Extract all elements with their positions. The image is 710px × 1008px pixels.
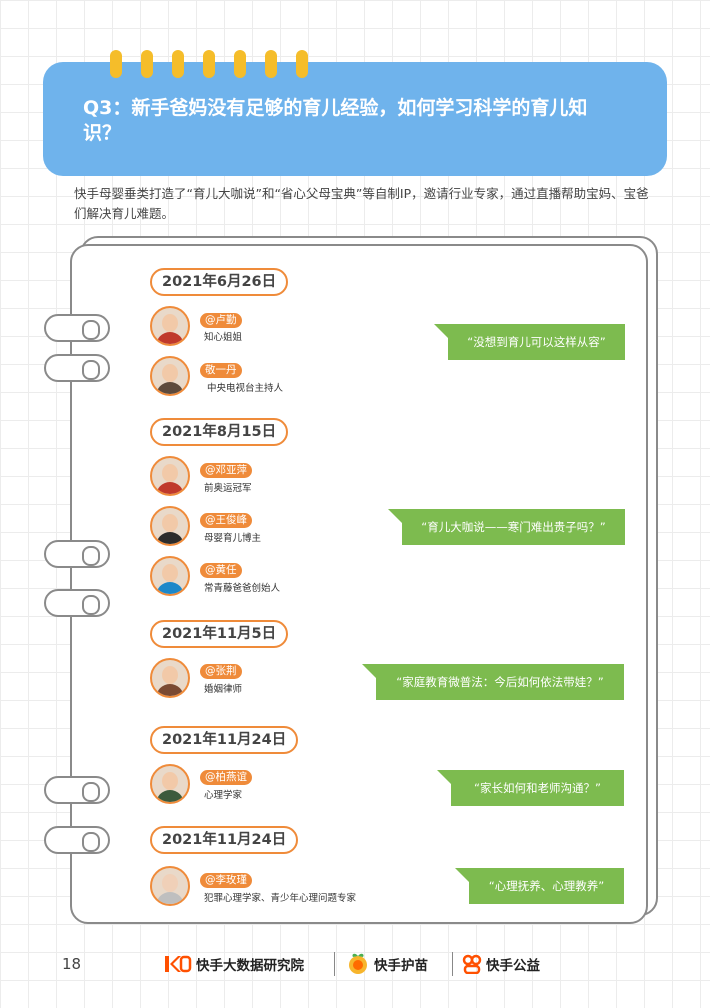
quote-box: “心理抚养、心理教养”	[455, 868, 624, 904]
page-title: Q3：新手爸妈没有足够的育儿经验，如何学习科学的育儿知识？	[83, 97, 588, 144]
binder-ring	[44, 826, 110, 854]
binder-ring	[44, 540, 110, 568]
brand-kuaishou-charity: 快手公益	[462, 952, 540, 976]
speaker-name: @张荆	[200, 664, 242, 679]
speaker-name: @柏燕谊	[200, 770, 252, 785]
kuaishou-logo-icon	[164, 954, 192, 974]
speaker-name: @黄任	[200, 563, 242, 578]
binder-tab	[296, 50, 308, 78]
quote-box: “没想到育儿可以这样从容”	[434, 324, 625, 360]
speaker-role: 心理学家	[204, 790, 243, 801]
binder-ring	[44, 314, 110, 342]
binder-ring	[44, 354, 110, 382]
brand-label: 快手护苗	[374, 958, 428, 974]
charity-logo-icon	[462, 954, 482, 975]
page-number: 18	[62, 955, 82, 973]
speaker-name: 敬一丹	[200, 363, 242, 378]
avatar	[150, 764, 190, 804]
date-pill: 2021年11月24日	[150, 826, 299, 854]
date-pill: 2021年11月24日	[150, 726, 299, 754]
binder-tab	[172, 50, 184, 78]
speaker-role: 中央电视台主持人	[207, 383, 284, 394]
intro-text: 快手母婴垂类打造了“育儿大咖说”和“省心父母宝典”等自制IP，邀请行业专家，通过…	[74, 186, 649, 221]
speaker-name: @邓亚萍	[200, 463, 252, 478]
binder-tab	[110, 50, 122, 78]
avatar	[150, 866, 190, 906]
speaker-role: 知心姐姐	[204, 332, 243, 343]
brand-big-data-institute: 快手大数据研究院	[164, 952, 304, 976]
quote-box: “家长如何和老师沟通？”	[437, 770, 624, 806]
brand-label: 快手大数据研究院	[196, 958, 304, 974]
avatar	[150, 658, 190, 698]
speaker-role: 前奥运冠军	[204, 483, 252, 494]
avatar	[150, 456, 190, 496]
avatar	[150, 506, 190, 546]
brand-label: 快手公益	[486, 958, 540, 974]
footer-divider	[452, 952, 453, 976]
binder-ring	[44, 589, 110, 617]
speaker-role: 母婴育儿博主	[204, 533, 262, 544]
binder-tab	[234, 50, 246, 78]
binder-tabs	[110, 50, 308, 78]
brand-kuaishou-humiao: 快手护苗	[346, 952, 428, 976]
binder-ring	[44, 776, 110, 804]
avatar	[150, 556, 190, 596]
footer-divider	[334, 952, 335, 976]
binder-tab	[265, 50, 277, 78]
avatar	[150, 306, 190, 346]
date-pill: 2021年11月5日	[150, 620, 289, 648]
seedling-logo-icon	[346, 953, 370, 975]
date-pill: 2021年6月26日	[150, 268, 289, 296]
header-banner	[43, 62, 667, 176]
quote-box: “育儿大咖说——寒门难出贵子吗？”	[388, 509, 625, 545]
speaker-name: @王俊峰	[200, 513, 252, 528]
binder-tab	[141, 50, 153, 78]
speaker-role: 犯罪心理学家、青少年心理问题专家	[204, 893, 357, 904]
speaker-role: 婚姻律师	[204, 684, 243, 695]
binder-tab	[203, 50, 215, 78]
speaker-name: @卢勤	[200, 313, 242, 328]
speaker-name: @李玫瑾	[200, 873, 252, 888]
speaker-role: 常青藤爸爸创始人	[204, 583, 281, 594]
avatar	[150, 356, 190, 396]
quote-box: “家庭教育微普法：今后如何依法带娃？”	[362, 664, 624, 700]
date-pill: 2021年8月15日	[150, 418, 289, 446]
